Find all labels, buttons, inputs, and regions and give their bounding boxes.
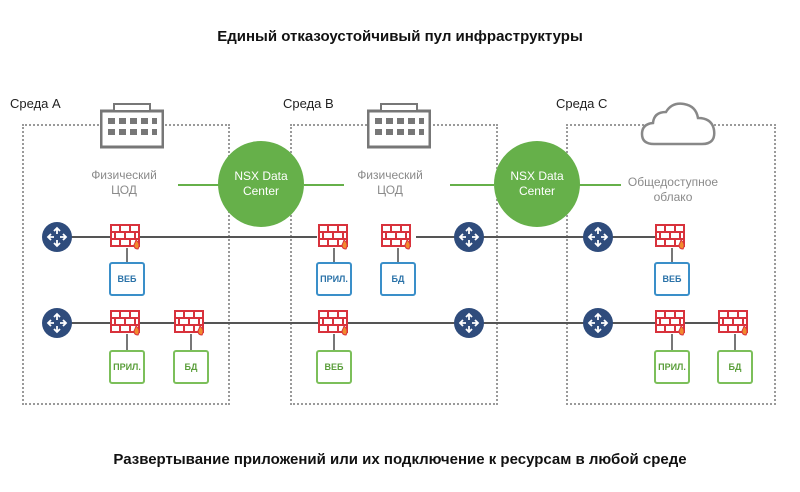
network-link — [610, 236, 660, 238]
workload-web: ВЕБ — [109, 262, 145, 296]
workload-app: ПРИЛ. — [109, 350, 145, 384]
diagram-title: Единый отказоустойчивый пул инфраструкту… — [217, 28, 583, 45]
firewall-icon — [381, 224, 411, 250]
datacenter-building-icon — [367, 103, 431, 149]
network-link — [416, 236, 588, 238]
router-icon — [42, 308, 72, 338]
firewall-icon — [174, 310, 204, 336]
router-icon — [454, 222, 484, 252]
nsx-link — [579, 184, 621, 186]
firewall-icon — [655, 310, 685, 336]
network-link — [57, 236, 317, 238]
firewall-icon — [718, 310, 748, 336]
workload-db: БД — [717, 350, 753, 384]
datacenter-building-icon — [100, 103, 164, 149]
workload-db: БД — [173, 350, 209, 384]
workload-app: ПРИЛ. — [316, 262, 352, 296]
nsx-link — [178, 184, 220, 186]
nsx-data-center-node: NSX Data Center — [218, 141, 304, 227]
nsx-link — [450, 184, 494, 186]
workload-db: БД — [380, 262, 416, 296]
router-icon — [42, 222, 72, 252]
router-icon — [583, 222, 613, 252]
env-c-label: Среда С — [556, 96, 608, 111]
nsx-link — [304, 184, 344, 186]
env-a-label: Среда А — [10, 96, 61, 111]
diagram-caption: Развертывание приложений или их подключе… — [113, 451, 687, 468]
router-icon — [583, 308, 613, 338]
env-c-desc: Общедоступное облако — [627, 175, 719, 204]
firewall-icon — [318, 310, 348, 336]
env-b-label: Среда В — [283, 96, 334, 111]
cloud-icon — [640, 102, 716, 146]
workload-web: ВЕБ — [316, 350, 352, 384]
router-icon — [454, 308, 484, 338]
network-link — [200, 322, 588, 324]
firewall-icon — [110, 310, 140, 336]
workload-app: ПРИЛ. — [654, 350, 690, 384]
env-b-desc: Физический ЦОД — [357, 168, 423, 197]
firewall-icon — [110, 224, 140, 250]
env-a-desc: Физический ЦОД — [91, 168, 157, 197]
firewall-icon — [655, 224, 685, 250]
nsx-data-center-node: NSX Data Center — [494, 141, 580, 227]
workload-web: ВЕБ — [654, 262, 690, 296]
firewall-icon — [318, 224, 348, 250]
